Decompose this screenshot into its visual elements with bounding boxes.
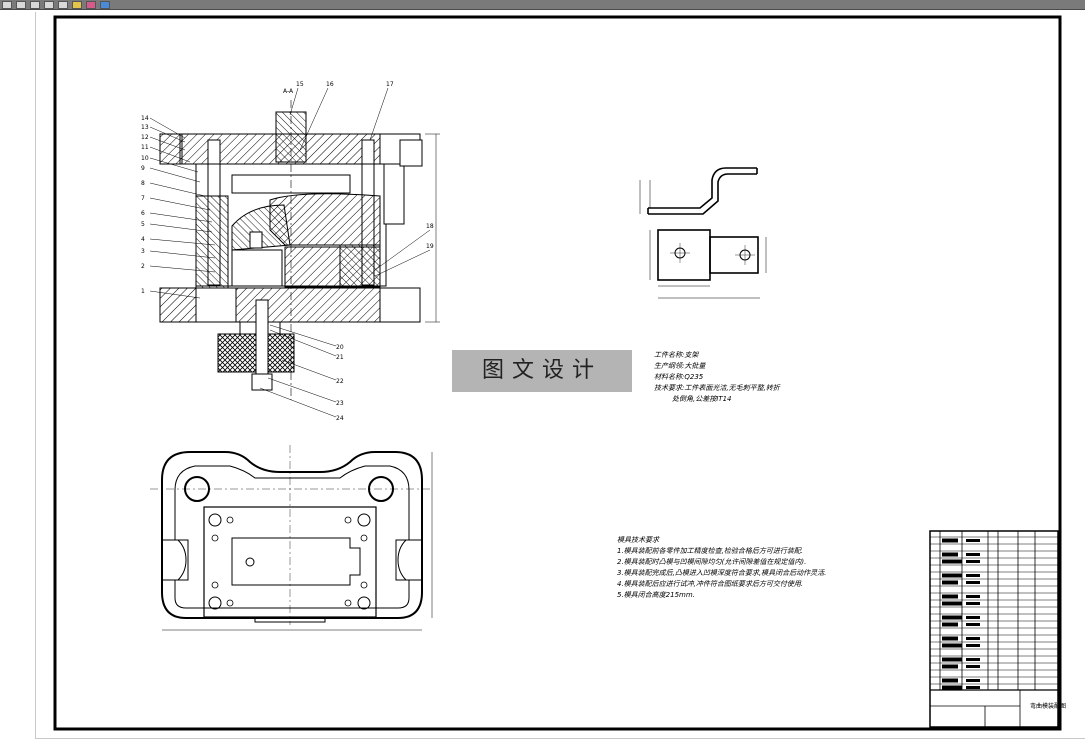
spec-line: 生产纲领:大批量	[654, 362, 706, 370]
tech-heading: 模具技术要求	[617, 536, 659, 544]
parts-list-entry	[966, 539, 980, 542]
print-icon[interactable]	[44, 1, 54, 9]
part-number: 4	[141, 236, 145, 243]
parts-list-entry	[966, 644, 980, 647]
part-number: 12	[141, 134, 149, 141]
part-numbers-left: 14 13 12 11 10 9 8 7 6 5 4 3 2 1	[141, 115, 149, 295]
parts-list-entry	[966, 560, 980, 563]
parts-list-entry	[942, 678, 958, 683]
section-view	[149, 87, 440, 418]
parts-list-entry	[942, 552, 958, 557]
parts-list-entry	[942, 573, 962, 578]
parts-list-entry	[942, 580, 958, 585]
toolbar	[0, 0, 1085, 10]
parts-list-entry	[966, 581, 980, 584]
parts-list-entry	[942, 636, 958, 641]
tech-line: 2.模具装配时凸模与凹模间隙均匀(允许间隙差值在规定值内).	[617, 558, 807, 566]
technical-requirements: 模具技术要求 1.模具装配前各零件加工精度检查,检验合格后方可进行装配. 2.模…	[617, 535, 827, 601]
part-number: 24	[336, 415, 344, 422]
part-number: 6	[141, 210, 145, 217]
parts-list-entry	[966, 595, 980, 598]
parts-list-entry	[966, 679, 980, 682]
parts-list-entry	[966, 665, 980, 668]
part-number: 17	[386, 81, 394, 88]
parts-list-entry	[966, 637, 980, 640]
parts-list-entry	[942, 664, 958, 669]
part-number: 19	[426, 243, 434, 250]
spec-line: 技术要求:工件表面光洁,无毛刺平整,转折	[654, 384, 780, 392]
part-number: 7	[141, 195, 145, 202]
part-number: 16	[326, 81, 334, 88]
parts-list-entry	[942, 643, 962, 648]
part-number: 2	[141, 263, 145, 270]
paste-icon[interactable]	[86, 1, 96, 9]
part-number: 8	[141, 180, 145, 187]
part-number: 20	[336, 344, 344, 351]
parts-list-rows	[930, 536, 1058, 690]
parts-list-entry	[966, 623, 980, 626]
parts-list-entry	[966, 658, 980, 661]
workpiece-spec: 工件名称:支架 生产纲领:大批量 材料名称:Q235 技术要求:工件表面光洁,无…	[654, 350, 814, 405]
drawing-frame	[53, 15, 1062, 731]
parts-list-entry	[966, 574, 980, 577]
part-numbers-right: 18 19	[426, 223, 434, 250]
part-numbers-top: 15 16 17	[296, 81, 394, 88]
tech-line: 3.模具装配完成后,凸模进入凹模深度符合要求,模具闭合后动作灵活.	[617, 569, 827, 577]
watermark: 图文设计	[452, 350, 632, 392]
parts-list-entry	[942, 559, 962, 564]
part-top-view	[649, 229, 767, 299]
section-label: A-A	[283, 88, 294, 95]
tech-line: 1.模具装配前各零件加工精度检查,检验合格后方可进行装配.	[617, 547, 804, 555]
part-number: 5	[141, 221, 145, 228]
part-number: 13	[141, 124, 149, 131]
plan-view	[150, 445, 433, 631]
spec-line: 工件名称:支架	[654, 351, 699, 359]
parts-list-entry	[966, 602, 980, 605]
parts-list-entry	[942, 538, 958, 543]
title-block-name: 弯曲模装配图	[1030, 702, 1066, 710]
file-icon[interactable]	[2, 1, 12, 9]
part-number: 21	[336, 354, 344, 361]
part-number: 22	[336, 378, 344, 385]
part-number: 23	[336, 400, 344, 407]
title-block	[929, 530, 1059, 728]
parts-list-entry	[942, 601, 962, 606]
part-number: 10	[141, 155, 149, 162]
part-number: 11	[141, 144, 149, 151]
part-number: 3	[141, 248, 145, 255]
copy-icon[interactable]	[72, 1, 82, 9]
parts-list-entry	[966, 616, 980, 619]
spec-line: 材料名称:Q235	[654, 373, 704, 381]
spec-line: 处倒角,公差按IT14	[672, 395, 732, 403]
parts-list-entry	[942, 615, 962, 620]
paper-edge-bottom	[35, 738, 1085, 739]
parts-list-entry	[942, 622, 958, 627]
part-number: 18	[426, 223, 434, 230]
part-front-view	[639, 167, 758, 215]
save-icon[interactable]	[30, 1, 40, 9]
part-number: 14	[141, 115, 149, 122]
part-numbers-bottom: 20 21 22 23 24	[336, 344, 344, 422]
part-number: 9	[141, 165, 145, 172]
parts-list-entry	[942, 657, 962, 662]
layer-icon[interactable]	[100, 1, 110, 9]
tech-line: 4.模具装配后应进行试冲,冲件符合图纸要求后方可交付使用.	[617, 580, 804, 588]
parts-list-entry	[966, 686, 980, 689]
part-number: 1	[141, 288, 145, 295]
paper-edge-left	[35, 12, 36, 738]
parts-list-entry	[966, 553, 980, 556]
open-icon[interactable]	[16, 1, 26, 9]
parts-list-entry	[942, 685, 962, 690]
part-number: 15	[296, 81, 304, 88]
tech-line: 5.模具闭合高度215mm.	[617, 591, 695, 599]
cut-icon[interactable]	[58, 1, 68, 9]
parts-list-entry	[942, 594, 958, 599]
